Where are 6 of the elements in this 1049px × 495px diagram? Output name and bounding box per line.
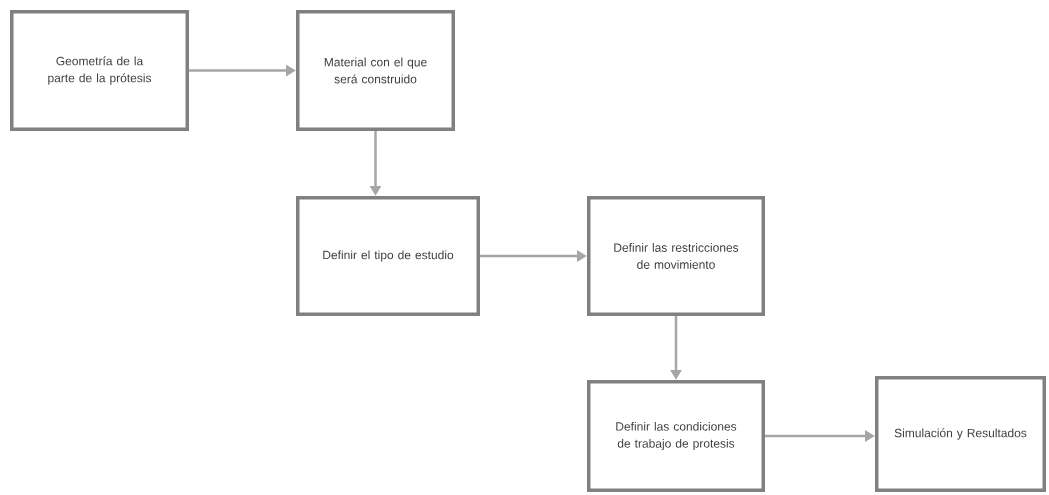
process-box: Definir las condiciones de trabajo de protesis — [587, 380, 765, 492]
process-box: Geometría de la parte de la prótesis — [10, 10, 189, 131]
process-box: Definir las restricciones de movimiento — [587, 196, 765, 316]
process-box: Definir el tipo de estudio — [296, 196, 480, 316]
process-box: Simulación y Resultados — [875, 376, 1046, 492]
process-box: Material con el que será construido — [296, 10, 455, 131]
